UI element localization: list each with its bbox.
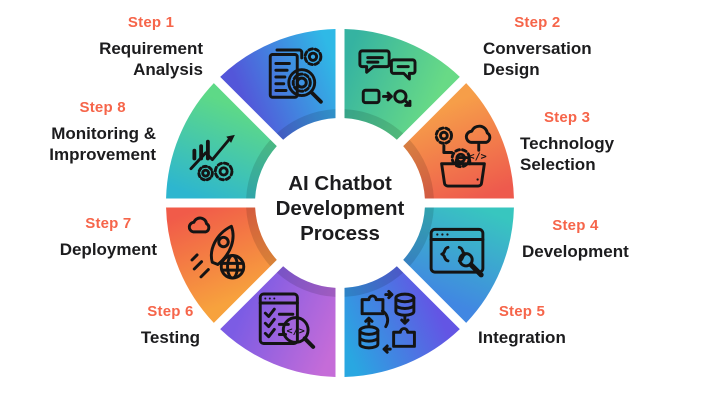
title-line-1: AI Chatbot (288, 172, 392, 195)
wheel-segment-shadow (246, 207, 277, 267)
step-label-2: Step 2 Conversation Design (483, 13, 592, 80)
step-name: Development (522, 242, 629, 261)
checklist-magnifier-icon: </> (249, 285, 321, 357)
step-number: Step 1 (127, 14, 175, 31)
wheel-segment-3 (403, 83, 514, 199)
page-title: AI Chatbot Development Process (240, 171, 440, 246)
step-name: Testing (140, 328, 200, 347)
step-number: Step 6 (147, 303, 194, 320)
step-name: Monitoring & Improvement (49, 124, 156, 164)
growth-gears-icon (182, 118, 254, 190)
step-label-3: Step 3 Technology Selection (520, 108, 614, 175)
wheel-segment-shadow (403, 207, 434, 267)
wheel-segment-shadow (276, 266, 336, 297)
step-number: Step 8 (79, 99, 126, 116)
chat-flow-icon (352, 43, 424, 115)
wheel-segment-8 (166, 83, 277, 199)
step-name: Requirement Analysis (99, 39, 203, 79)
step-number: Step 5 (498, 303, 546, 320)
title-line-3: Process (300, 222, 380, 245)
wheel-segment-shadow (344, 109, 404, 140)
wheel-segment-shadow (403, 139, 434, 199)
step-name: Deployment (59, 240, 157, 259)
step-label-4: Step 4 Development (522, 216, 629, 262)
svg-text:</>: </> (287, 326, 305, 337)
step-number: Step 3 (543, 109, 591, 126)
step-number: Step 7 (85, 215, 132, 232)
step-label-5: Step 5 Integration (478, 302, 566, 348)
puzzle-database-icon (352, 285, 424, 357)
wheel-segment-shadow (276, 109, 336, 140)
step-name: Technology Selection (520, 134, 615, 174)
step-label-6: Step 6 Testing (141, 302, 200, 348)
wheel-segment-shadow (344, 266, 404, 297)
rocket-globe-icon (183, 215, 255, 287)
step-label-8: Step 8 Monitoring & Improvement (49, 98, 156, 165)
wheel-segment-6 (220, 266, 336, 377)
step-number: Step 2 (514, 14, 561, 31)
step-number: Step 4 (552, 217, 599, 234)
svg-text:</>: </> (468, 151, 486, 162)
title-line-2: Development (275, 197, 405, 220)
wheel-segment-shadow (246, 139, 277, 199)
step-name: Integration (478, 328, 566, 347)
step-label-1: Step 1 Requirement Analysis (99, 13, 203, 80)
step-name: Conversation Design (483, 39, 592, 79)
toolbox-icon: </> (427, 121, 499, 193)
document-analysis-icon (259, 41, 331, 113)
step-label-7: Step 7 Deployment (60, 214, 157, 260)
code-window-icon (421, 217, 493, 289)
